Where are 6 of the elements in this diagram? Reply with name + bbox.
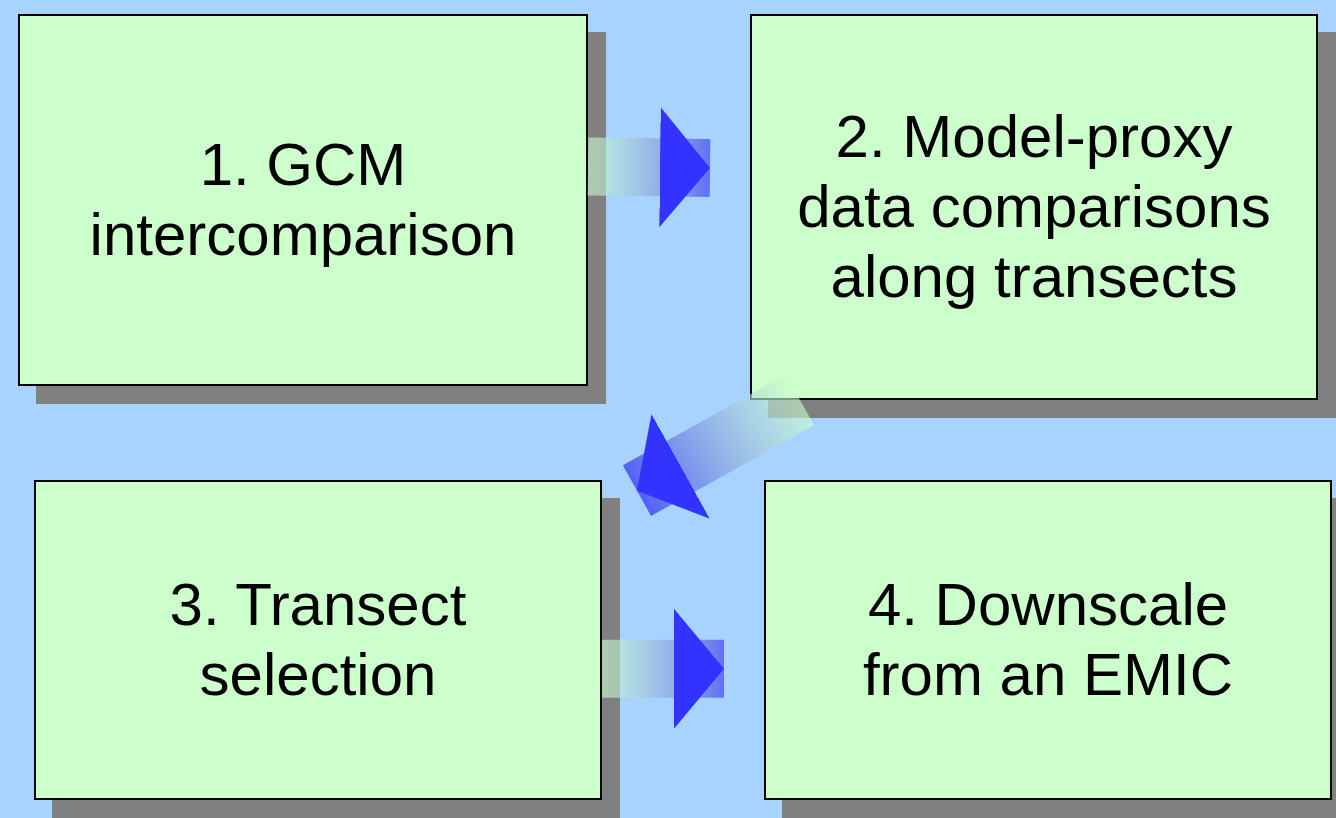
box-text: 1. GCM intercomparison	[88, 130, 518, 270]
box-text: 3. Transect selection	[168, 570, 468, 710]
box-text: 4. Downscale from an EMIC	[861, 570, 1235, 710]
block-arrow	[602, 608, 724, 729]
block-arrow	[587, 107, 711, 228]
box-text: 2. Model-proxy data comparisons along transects	[796, 102, 1272, 312]
